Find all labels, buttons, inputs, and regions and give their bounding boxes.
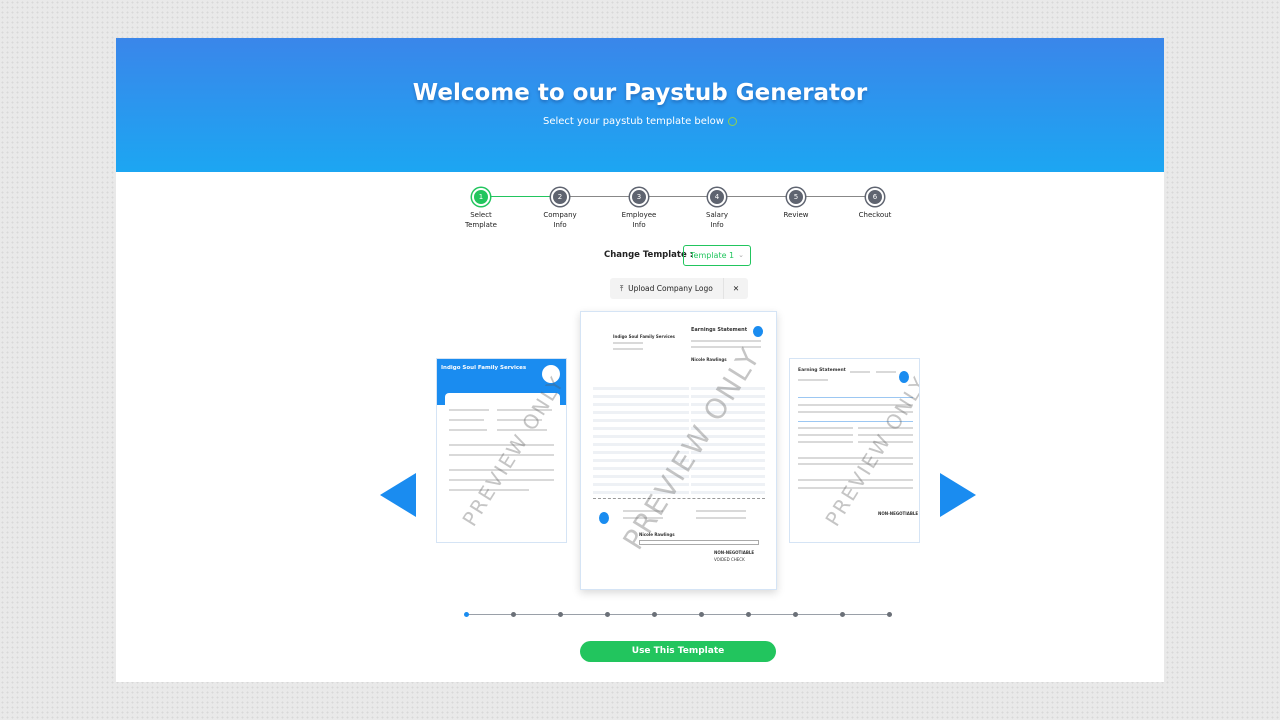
- page-dot-1[interactable]: [464, 612, 469, 617]
- page-dot-9[interactable]: [840, 612, 845, 617]
- step-number: 2: [551, 188, 569, 206]
- arrow-down-circle-icon: [727, 116, 737, 126]
- step-label: Salary Info: [706, 211, 728, 229]
- preview-company: Indigo Soul Family Services: [441, 365, 527, 371]
- step-number: 3: [630, 188, 648, 206]
- page-subtitle: Select your paystub template below: [116, 116, 1164, 127]
- previous-arrow-icon[interactable]: [380, 473, 416, 517]
- change-template-label: Change Template :: [604, 250, 694, 260]
- page-dot-3[interactable]: [558, 612, 563, 617]
- page-dot-5[interactable]: [652, 612, 657, 617]
- page-dot-8[interactable]: [793, 612, 798, 617]
- voided-check-label: VOIDED CHECK: [714, 557, 745, 562]
- non-negotiable-label: NON-NEGOTIABLE: [714, 550, 755, 555]
- upload-logo-button[interactable]: ⤒ Upload Company Logo: [610, 278, 724, 299]
- page-dot-10[interactable]: [887, 612, 892, 617]
- step-label: Select Template: [465, 211, 497, 229]
- main-card: Welcome to our Paystub Generator Select …: [116, 38, 1164, 682]
- upload-icon: ⤒: [620, 284, 624, 293]
- page-dot-7[interactable]: [746, 612, 751, 617]
- step-number: 5: [787, 188, 805, 206]
- template-preview-right[interactable]: Earning Statement NON-NEGOTIABLE PREVIEW…: [789, 358, 920, 543]
- preview-company: Indigo Soul Family Services: [613, 334, 675, 339]
- remove-logo-button[interactable]: ✕: [732, 284, 740, 293]
- step-connector: [481, 196, 560, 197]
- check-payee: Nicole Rawlings: [639, 532, 675, 537]
- step-label: Employee Info: [621, 211, 657, 229]
- page-dot-4[interactable]: [605, 612, 610, 617]
- template-preview-left[interactable]: Indigo Soul Family Services PREVIEW ONLY: [436, 358, 567, 543]
- template-preview-center[interactable]: Earnings Statement Indigo Soul Family Se…: [580, 311, 777, 590]
- subtitle-text: Select your paystub template below: [543, 116, 724, 127]
- upload-label: Upload Company Logo: [628, 284, 713, 293]
- logo-icon: [542, 365, 560, 383]
- step-label: Company Info: [543, 211, 577, 229]
- non-negotiable-label: NON-NEGOTIABLE: [878, 511, 919, 516]
- template-select[interactable]: Template 1⌄: [683, 245, 751, 266]
- logo-icon: [899, 371, 909, 383]
- carousel-pagination: [464, 612, 892, 617]
- next-arrow-icon[interactable]: [940, 473, 976, 517]
- page-title: Welcome to our Paystub Generator: [412, 80, 868, 106]
- step-label: Review: [783, 211, 809, 219]
- logo-icon: [599, 512, 609, 524]
- step-number: 4: [708, 188, 726, 206]
- preview-title: Earning Statement: [798, 368, 846, 373]
- logo-icon: [753, 326, 763, 337]
- preview-employee: Nicole Rawlings: [691, 357, 727, 362]
- use-template-button[interactable]: Use This Template: [580, 641, 776, 662]
- page-dot-6[interactable]: [699, 612, 704, 617]
- page-dot-2[interactable]: [511, 612, 516, 617]
- template-select-value: Template 1: [690, 251, 735, 260]
- step-number: 1: [472, 188, 490, 206]
- upload-logo-group: ⤒ Upload Company Logo ✕: [610, 278, 749, 299]
- step-label: Checkout: [858, 211, 892, 219]
- step-number: 6: [866, 188, 884, 206]
- hero-header: Welcome to our Paystub Generator Select …: [116, 38, 1164, 172]
- watermark: PREVIEW ONLY: [820, 371, 920, 531]
- chevron-down-icon: ⌄: [738, 251, 744, 259]
- preview-title: Earnings Statement: [691, 327, 748, 333]
